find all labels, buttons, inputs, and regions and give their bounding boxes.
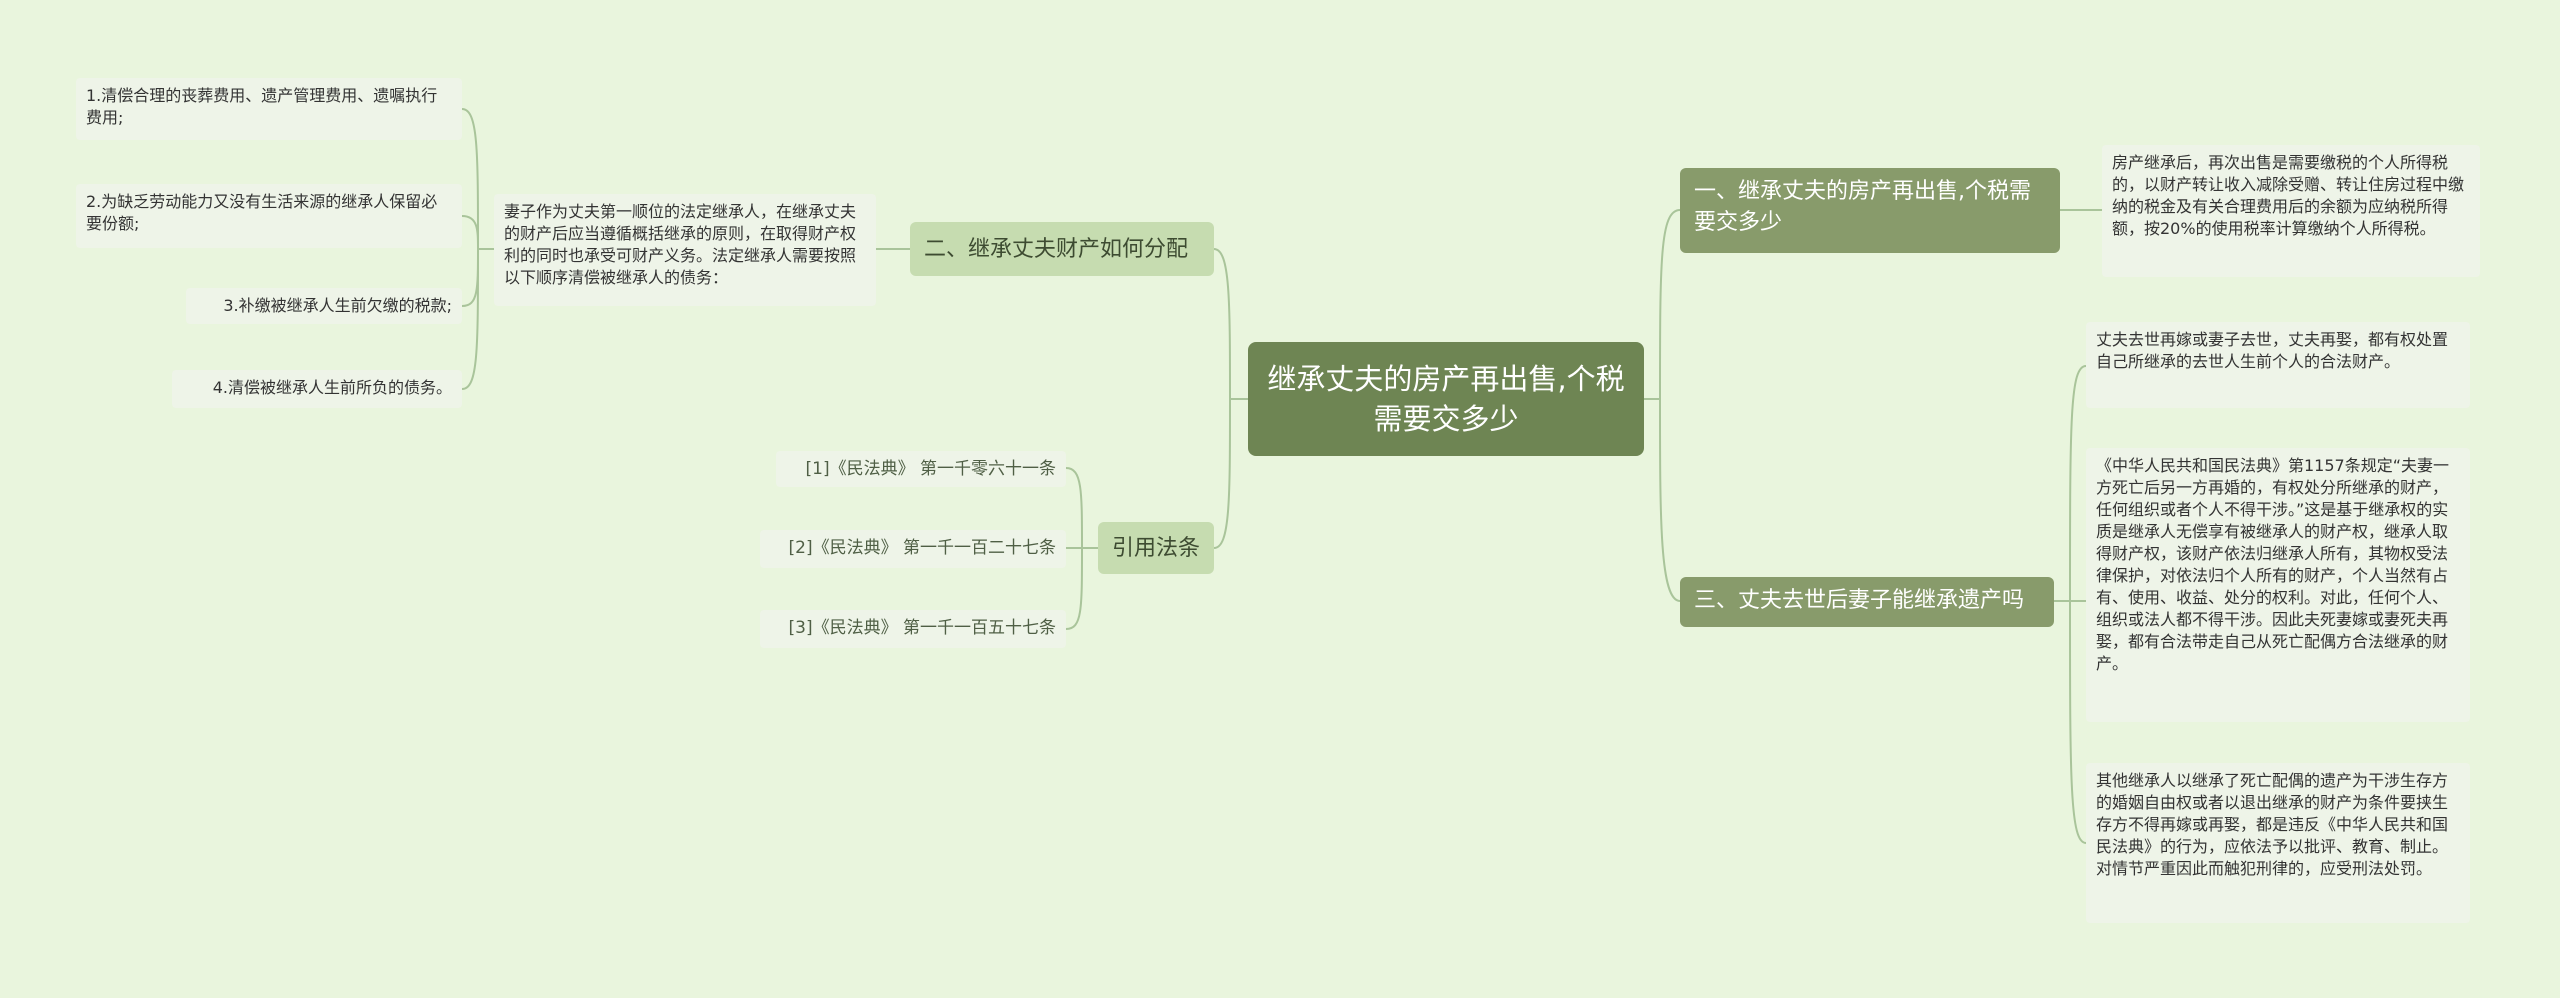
branch-2-item-2[interactable]: 2.为缺乏劳动能力又没有生活来源的继承人保留必要份额; [76,184,462,248]
branch-1-detail-text: 房产继承后，再次出售是需要缴税的个人所得税的，以财产转让收入减除受赠、转让住房过… [2112,153,2465,238]
branch-3-item-3[interactable]: 其他继承人以继承了死亡配偶的遗产为干涉生存方的婚姻自由权或者以退出继承的财产为条… [2086,763,2470,923]
branch-law[interactable]: 引用法条 [1098,522,1214,574]
branch-3-label: 三、丈夫去世后妻子能继承遗产吗 [1694,588,2025,613]
law-item-3[interactable]: [3]《民法典》 第一千一百五十七条 [760,610,1066,648]
link-root-b3 [1644,398,1681,602]
branch-2-detail-text: 妻子作为丈夫第一顺位的法定继承人，在继承丈夫的财产后应当遵循概括继承的原则，在取… [504,202,857,287]
branch-1-label: 一、继承丈夫的房产再出售,个税需要交多少 [1694,179,2031,235]
branch-2-item-3[interactable]: 3.补缴被继承人生前欠缴的税款; [186,288,462,324]
link-b3-item3 [2054,600,2087,844]
law-item-2-text: [2]《民法典》 第一千一百二十七条 [788,538,1056,558]
law-item-3-text: [3]《民法典》 第一千一百五十七条 [788,618,1056,638]
branch-2-item-2-text: 2.为缺乏劳动能力又没有生活来源的继承人保留必要份额; [86,192,438,233]
link-root-b2 [1213,248,1248,400]
link-b3-item1 [2054,365,2087,602]
branch-2-detail[interactable]: 妻子作为丈夫第一顺位的法定继承人，在继承丈夫的财产后应当遵循概括继承的原则，在取… [494,194,876,306]
branch-2[interactable]: 二、继承丈夫财产如何分配 [910,222,1214,276]
branch-3-item-1[interactable]: 丈夫去世再嫁或妻子去世，丈夫再娶，都有权处置自己所继承的去世人生前个人的合法财产… [2086,322,2470,408]
link-root-b1 [1644,209,1681,400]
branch-2-item-3-text: 3.补缴被继承人生前欠缴的税款; [223,296,452,315]
branch-1[interactable]: 一、继承丈夫的房产再出售,个税需要交多少 [1680,168,2060,253]
branch-3-item-2-text: 《中华人民共和国民法典》第1157条规定“夫妻一方死亡后另一方再婚的，有权处分所… [2096,456,2450,673]
law-item-2[interactable]: [2]《民法典》 第一千一百二十七条 [760,530,1066,568]
branch-2-item-4[interactable]: 4.清偿被继承人生前所负的债务。 [172,370,462,408]
law-item-1-text: [1]《民法典》 第一千零六十一条 [805,459,1056,479]
link-law-item1 [1065,467,1098,549]
branch-2-label: 二、继承丈夫财产如何分配 [924,236,1189,262]
branch-3[interactable]: 三、丈夫去世后妻子能继承遗产吗 [1680,577,2054,627]
link-root-law [1213,398,1248,549]
branch-1-detail[interactable]: 房产继承后，再次出售是需要缴税的个人所得税的，以财产转让收入减除受赠、转让住房过… [2102,145,2480,277]
branch-2-item-1-text: 1.清偿合理的丧葬费用、遗产管理费用、遗嘱执行费用; [86,86,438,127]
link-law-item3 [1065,547,1098,630]
law-item-1[interactable]: [1]《民法典》 第一千零六十一条 [776,451,1066,487]
link-b2d-item4 [461,248,494,390]
branch-2-item-4-text: 4.清偿被继承人生前所负的债务。 [212,378,452,397]
root-topic-label: 继承丈夫的房产再出售,个税需要交多少 [1267,362,1625,436]
link-b2d-item1 [461,108,494,250]
branch-law-label: 引用法条 [1112,535,1201,561]
branch-3-item-2[interactable]: 《中华人民共和国民法典》第1157条规定“夫妻一方死亡后另一方再婚的，有权处分所… [2086,448,2470,722]
branch-2-item-1[interactable]: 1.清偿合理的丧葬费用、遗产管理费用、遗嘱执行费用; [76,78,462,140]
root-topic[interactable]: 继承丈夫的房产再出售,个税需要交多少 [1248,342,1644,456]
branch-3-item-3-text: 其他继承人以继承了死亡配偶的遗产为干涉生存方的婚姻自由权或者以退出继承的财产为条… [2096,771,2449,878]
branch-3-item-1-text: 丈夫去世再嫁或妻子去世，丈夫再娶，都有权处置自己所继承的去世人生前个人的合法财产… [2096,330,2449,371]
